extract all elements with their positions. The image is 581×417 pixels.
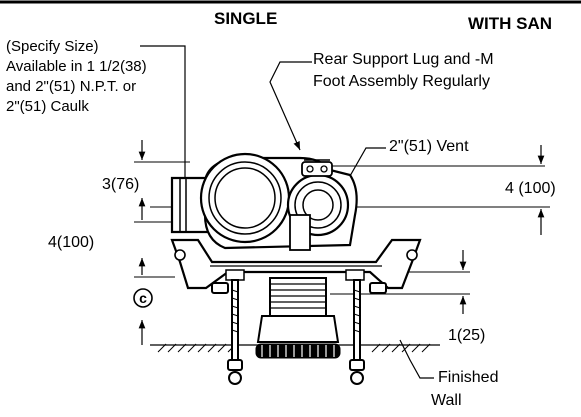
note-rear-support: Rear Support Lug and -M xyxy=(313,51,494,68)
dim-4-100-right-label: 4 (100) xyxy=(505,180,556,197)
threaded-rods xyxy=(211,279,387,385)
fitting-body xyxy=(170,152,358,251)
note-npt: and 2"(51) N.P.T. or xyxy=(6,78,137,95)
note-foot-assembly: Foot Assembly Regularly xyxy=(313,73,490,90)
dim-3-76-label: 3(76) xyxy=(102,176,140,193)
gasket xyxy=(255,343,341,359)
mounting-bracket xyxy=(170,238,422,290)
c-marker-text: c xyxy=(139,290,147,306)
header-single: SINGLE xyxy=(214,9,278,28)
spigot xyxy=(256,277,340,343)
dim-4-100-left-label: 4(100) xyxy=(48,234,95,251)
rear-support-leader xyxy=(269,61,312,151)
note-specify-size: (Specify Size) xyxy=(6,38,99,55)
wall-label: Wall xyxy=(431,392,462,409)
note-caulk: 2"(51) Caulk xyxy=(6,98,89,115)
c-marker-circle xyxy=(133,288,153,308)
gasket-ribs xyxy=(261,345,335,357)
note-available: Available in 1 1/2(38) xyxy=(6,58,147,75)
finished-wall-label: Finished xyxy=(438,369,499,386)
header-with-same: WITH SAN xyxy=(468,14,553,33)
specify-size-leader xyxy=(140,45,186,195)
dim-1-25-label: 1(25) xyxy=(448,327,486,344)
dim-vent-label: 2"(51) Vent xyxy=(389,138,469,155)
finished-wall-leader xyxy=(399,339,434,379)
